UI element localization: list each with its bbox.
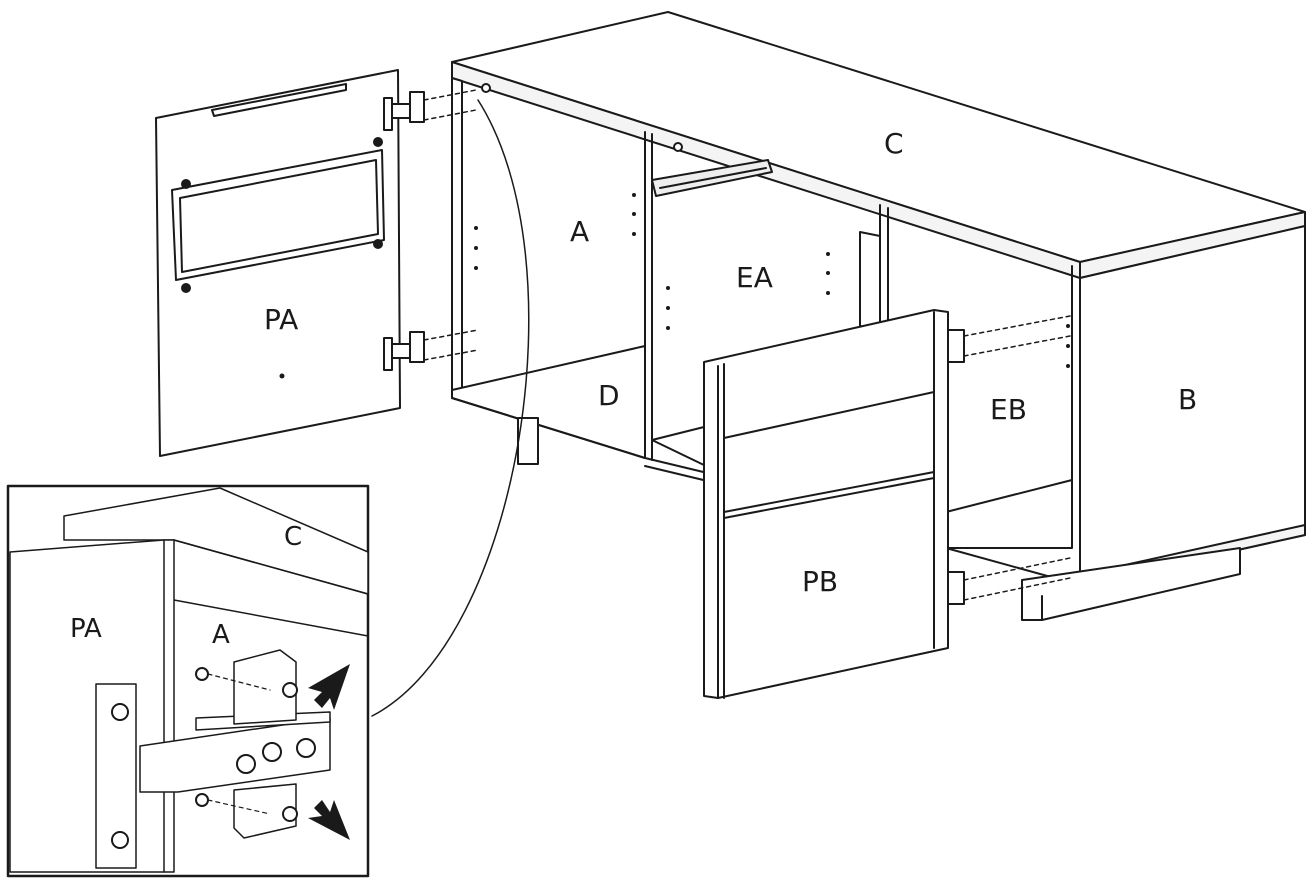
label-eb: EB — [990, 393, 1027, 426]
label-c: C — [884, 127, 904, 160]
label-pb: PB — [802, 565, 839, 598]
shelf-pin-holes — [474, 193, 1070, 368]
label-pa: PA — [264, 303, 299, 336]
detail-callout-curve — [371, 99, 530, 717]
detail-label-pa: PA — [70, 614, 102, 644]
leg-right — [1021, 547, 1241, 621]
label-ea: EA — [736, 261, 773, 294]
label-b: B — [1178, 383, 1198, 416]
arrow-bottom-icon — [308, 800, 350, 840]
assembly-guides — [423, 89, 1071, 601]
door-pb — [703, 309, 965, 699]
label-d: D — [598, 379, 620, 412]
left-side-edge — [451, 77, 463, 393]
detail-label-c: C — [284, 522, 303, 552]
arrow-top-icon — [308, 664, 350, 710]
detail-inset — [6, 484, 370, 878]
door-pa — [155, 69, 425, 457]
detail-label-a: A — [212, 620, 230, 650]
label-a: A — [570, 215, 590, 248]
